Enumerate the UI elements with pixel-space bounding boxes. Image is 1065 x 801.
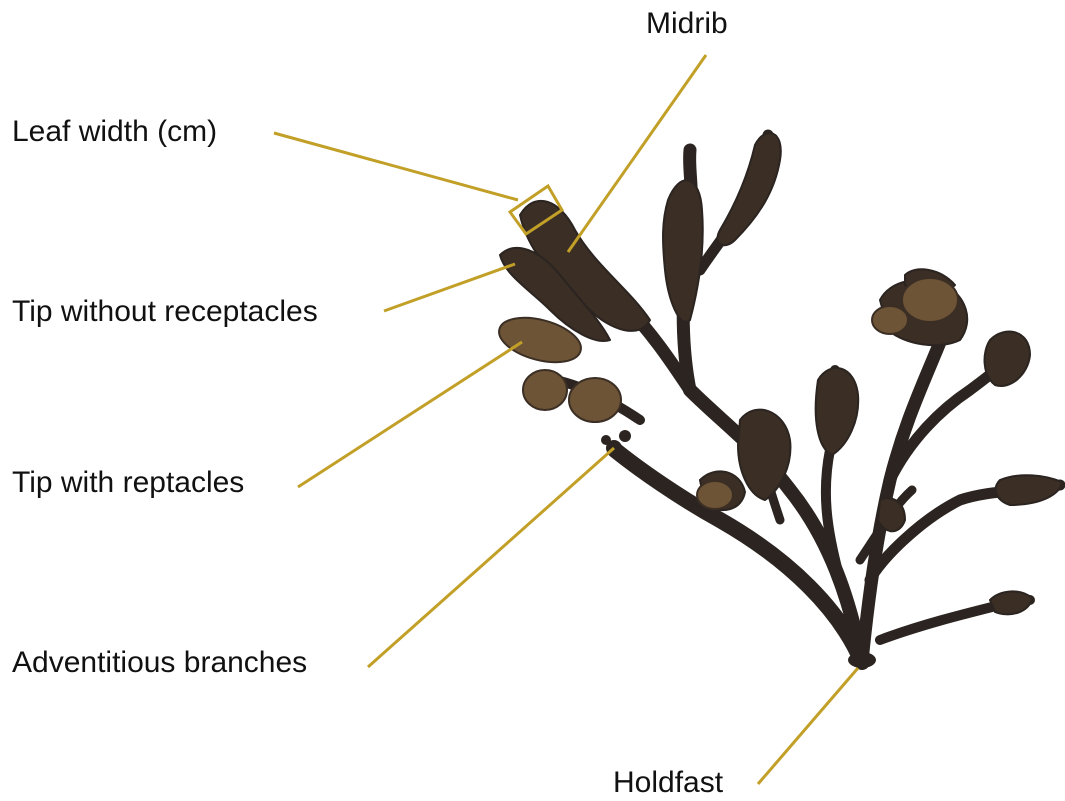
- seaweed-stems: [555, 135, 1060, 662]
- seaweed-specimen: [494, 133, 1062, 668]
- seaweed-blades: [500, 133, 1062, 614]
- label-holdfast: Holdfast: [613, 768, 723, 798]
- leader-line-leaf-width: [274, 133, 518, 200]
- leader-line-holdfast: [758, 668, 858, 784]
- holdfast-base: [848, 652, 876, 668]
- label-leaf-width: Leaf width (cm): [12, 117, 217, 147]
- leader-line-adventitious-branches: [368, 448, 614, 667]
- label-midrib: Midrib: [646, 9, 728, 39]
- label-tip-with-receptacles: Tip with reptacles: [12, 468, 244, 498]
- label-adventitious-branches: Adventitious branches: [12, 648, 307, 678]
- leader-line-tip-with-receptacles: [298, 342, 522, 487]
- label-tip-without-receptacles: Tip without receptacles: [12, 297, 318, 327]
- leader-line-tip-without-receptacles: [384, 264, 515, 311]
